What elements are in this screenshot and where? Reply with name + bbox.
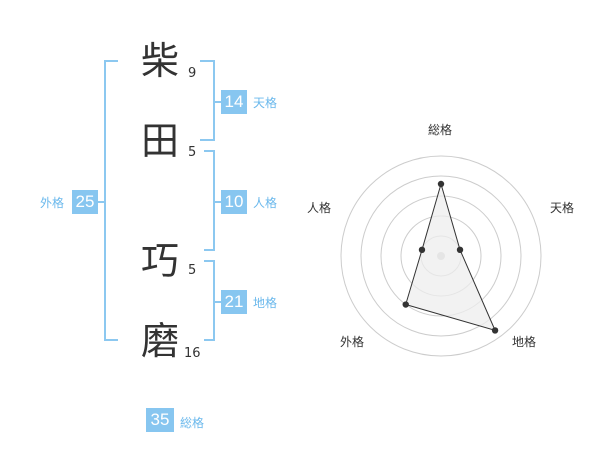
- jinkaku-bracket: [204, 150, 215, 251]
- radar-label-tenkaku: 天格: [550, 201, 575, 215]
- chikaku-label: 地格: [253, 296, 278, 310]
- radar-ring: [340, 155, 542, 357]
- name-char-2: 田: [140, 119, 179, 163]
- gaikaku-value: 25: [72, 190, 98, 214]
- tenkaku-connector: [213, 101, 221, 103]
- chikaku-connector: [213, 301, 221, 303]
- radar-polygon: [405, 182, 496, 332]
- tenkaku-label: 天格: [253, 96, 278, 110]
- name-char-4: 磨: [140, 319, 179, 363]
- radar-label-soukaku: 総格: [428, 123, 453, 137]
- name-char-1: 柴: [140, 39, 179, 83]
- radar-point-4: [418, 246, 426, 254]
- radar-chart: [340, 155, 542, 357]
- jinkaku-connector: [213, 201, 221, 203]
- chikaku-bracket: [204, 260, 215, 341]
- stroke-count-1: 9: [188, 66, 197, 81]
- gaikaku-bracket: [104, 60, 118, 341]
- radar-point-3: [402, 301, 409, 308]
- tenkaku-value: 14: [221, 90, 247, 114]
- stroke-count-3: 5: [188, 263, 197, 278]
- radar-point-2: [491, 327, 499, 334]
- stroke-count-2: 5: [188, 145, 197, 160]
- chikaku-value: 21: [221, 290, 247, 314]
- radar-point-0: [437, 180, 445, 188]
- stroke-count-4: 16: [184, 346, 201, 361]
- tenkaku-bracket: [200, 60, 215, 141]
- name-char-3: 巧: [140, 239, 179, 283]
- radar-label-gaikaku: 外格: [340, 335, 365, 349]
- gaikaku-label: 外格: [40, 196, 65, 210]
- gaikaku-connector: [97, 201, 106, 203]
- soukaku-value: 35: [146, 408, 174, 432]
- radar-ring: [360, 175, 522, 337]
- jinkaku-label: 人格: [253, 196, 278, 210]
- radar-point-1: [456, 246, 464, 254]
- radar-label-jinkaku: 人格: [307, 201, 332, 215]
- soukaku-label: 総格: [180, 416, 205, 430]
- jinkaku-value: 10: [221, 190, 247, 214]
- radar-label-chikaku: 地格: [512, 335, 537, 349]
